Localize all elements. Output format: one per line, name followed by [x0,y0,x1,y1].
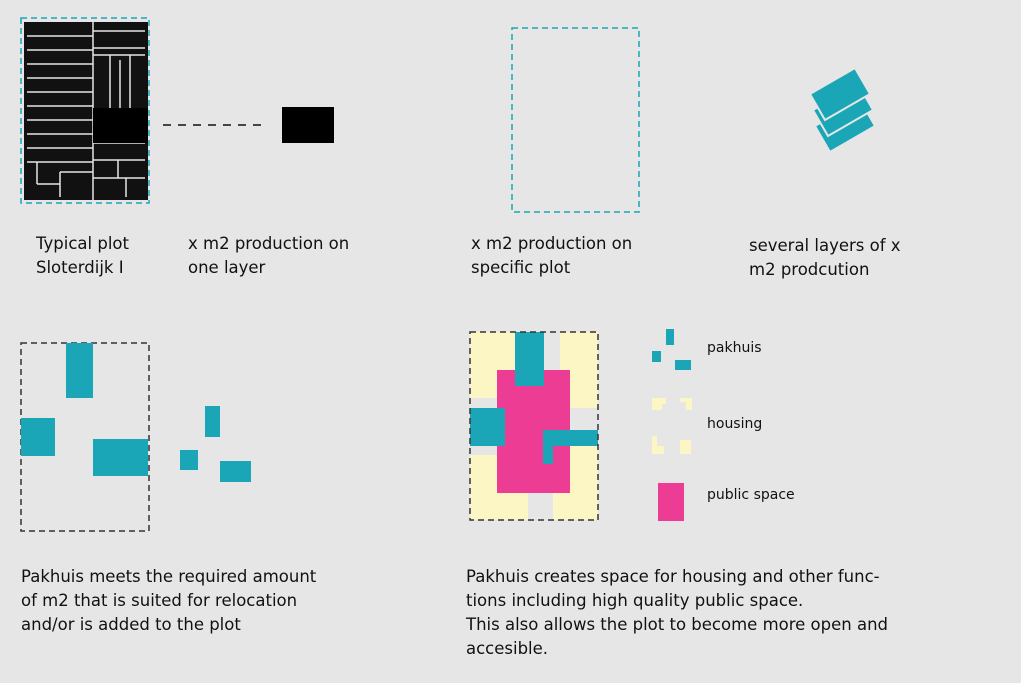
legend-pakhuis-icon [652,329,691,370]
stacked-layers-icon [808,66,877,154]
pakhuis-plot-drawing [20,342,150,532]
caption-specific-plot: x m2 production on specific plot [471,234,633,277]
plan-outline [469,331,599,521]
pakhuis-block-left [21,418,55,456]
pakhuis-block-right [93,439,148,476]
extracted-block [282,107,334,143]
typical-plot-drawing [20,17,150,204]
production-block [93,108,148,143]
legend-housing-label: housing [707,416,763,432]
pakhuis-pieces [180,406,251,482]
legend-housing-icon [652,398,692,454]
combined-plan-drawing [469,331,599,521]
teal-dashed-outline [20,17,150,204]
caption-several-layers: several layers of x m2 prodcution [749,236,901,279]
legend-public-space-icon [658,483,684,521]
pakhuis-block-top [66,343,93,398]
specific-plot-outline [511,27,640,213]
legend-pakhuis-label: pakhuis [707,340,762,356]
caption-pakhuis-meets: Pakhuis meets the required amount of m2 … [21,567,317,634]
caption-one-layer: x m2 production on one layer [188,234,350,277]
pakhuis-blocks [470,332,598,464]
caption-pakhuis-creates: Pakhuis creates space for housing and ot… [466,567,889,658]
caption-typical-plot: Typical plot Sloterdijk I [36,234,129,277]
legend-public-space-label: public space [707,487,795,503]
layer-1 [808,66,872,122]
